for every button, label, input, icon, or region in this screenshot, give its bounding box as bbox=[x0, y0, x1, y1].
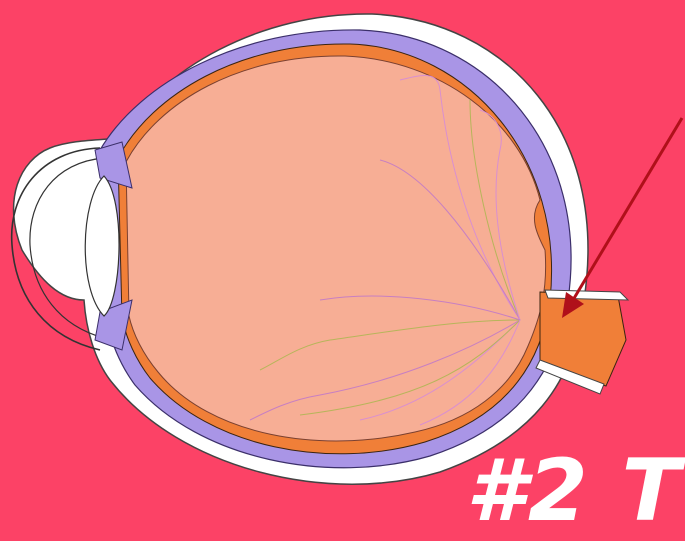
pointer-arrow bbox=[570, 118, 682, 305]
caption-fragment: #2 T bbox=[466, 448, 682, 534]
eye-cross-section-diagram bbox=[0, 0, 685, 504]
vitreous-body bbox=[126, 56, 546, 441]
stage: #2 T bbox=[0, 0, 685, 504]
optic-nerve-sheath-top bbox=[545, 290, 628, 300]
